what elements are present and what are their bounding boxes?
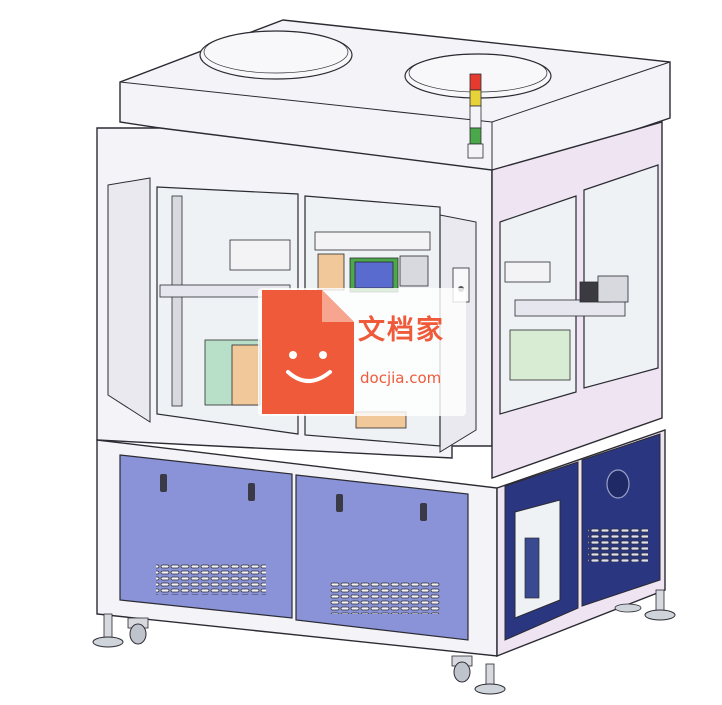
door-handles: [160, 474, 427, 521]
watermark: [258, 288, 466, 416]
watermark-title: 文档家: [358, 315, 445, 346]
watermark-logo-icon: [262, 290, 354, 414]
top-cover: [119, 19, 671, 179]
watermark-url: docjia.com: [360, 369, 442, 387]
leveling-foot-icon: [92, 589, 676, 695]
caster-wheel-icon: [127, 617, 473, 683]
side-glass-doors: [499, 164, 659, 415]
lower-cabinet-front: [96, 439, 498, 657]
vent-grille: [156, 563, 266, 595]
lower-cabinet-side: [496, 429, 666, 658]
vent-grille: [330, 582, 440, 614]
signal-tower-icon: [467, 73, 484, 159]
